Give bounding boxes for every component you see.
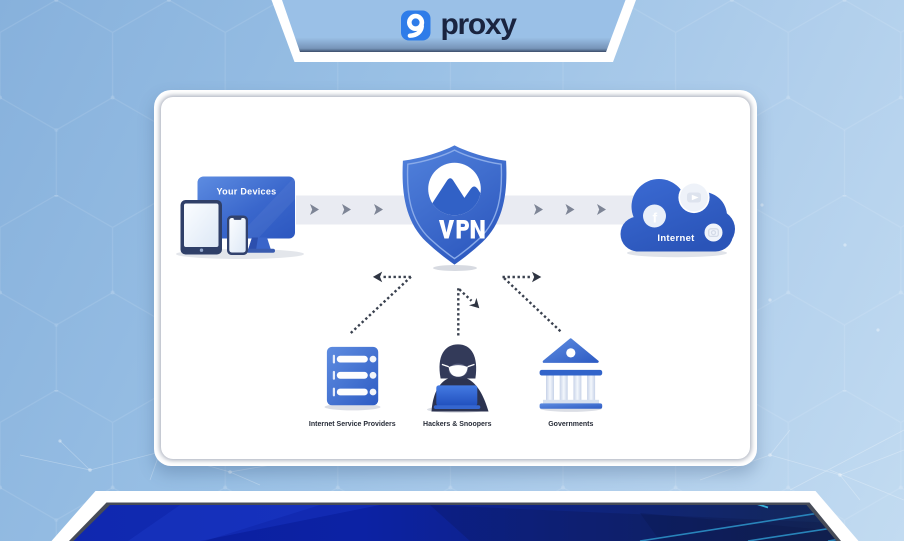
svg-text:f: f <box>652 210 657 226</box>
svg-text:Internet Service Providers: Internet Service Providers <box>309 421 396 428</box>
svg-text:Your Devices: Your Devices <box>217 187 277 197</box>
svg-text:Hackers & Snoopers: Hackers & Snoopers <box>423 421 492 428</box>
svg-text:Governments: Governments <box>548 421 593 428</box>
svg-text:Internet: Internet <box>657 233 695 244</box>
svg-text:proxy: proxy <box>441 8 518 41</box>
